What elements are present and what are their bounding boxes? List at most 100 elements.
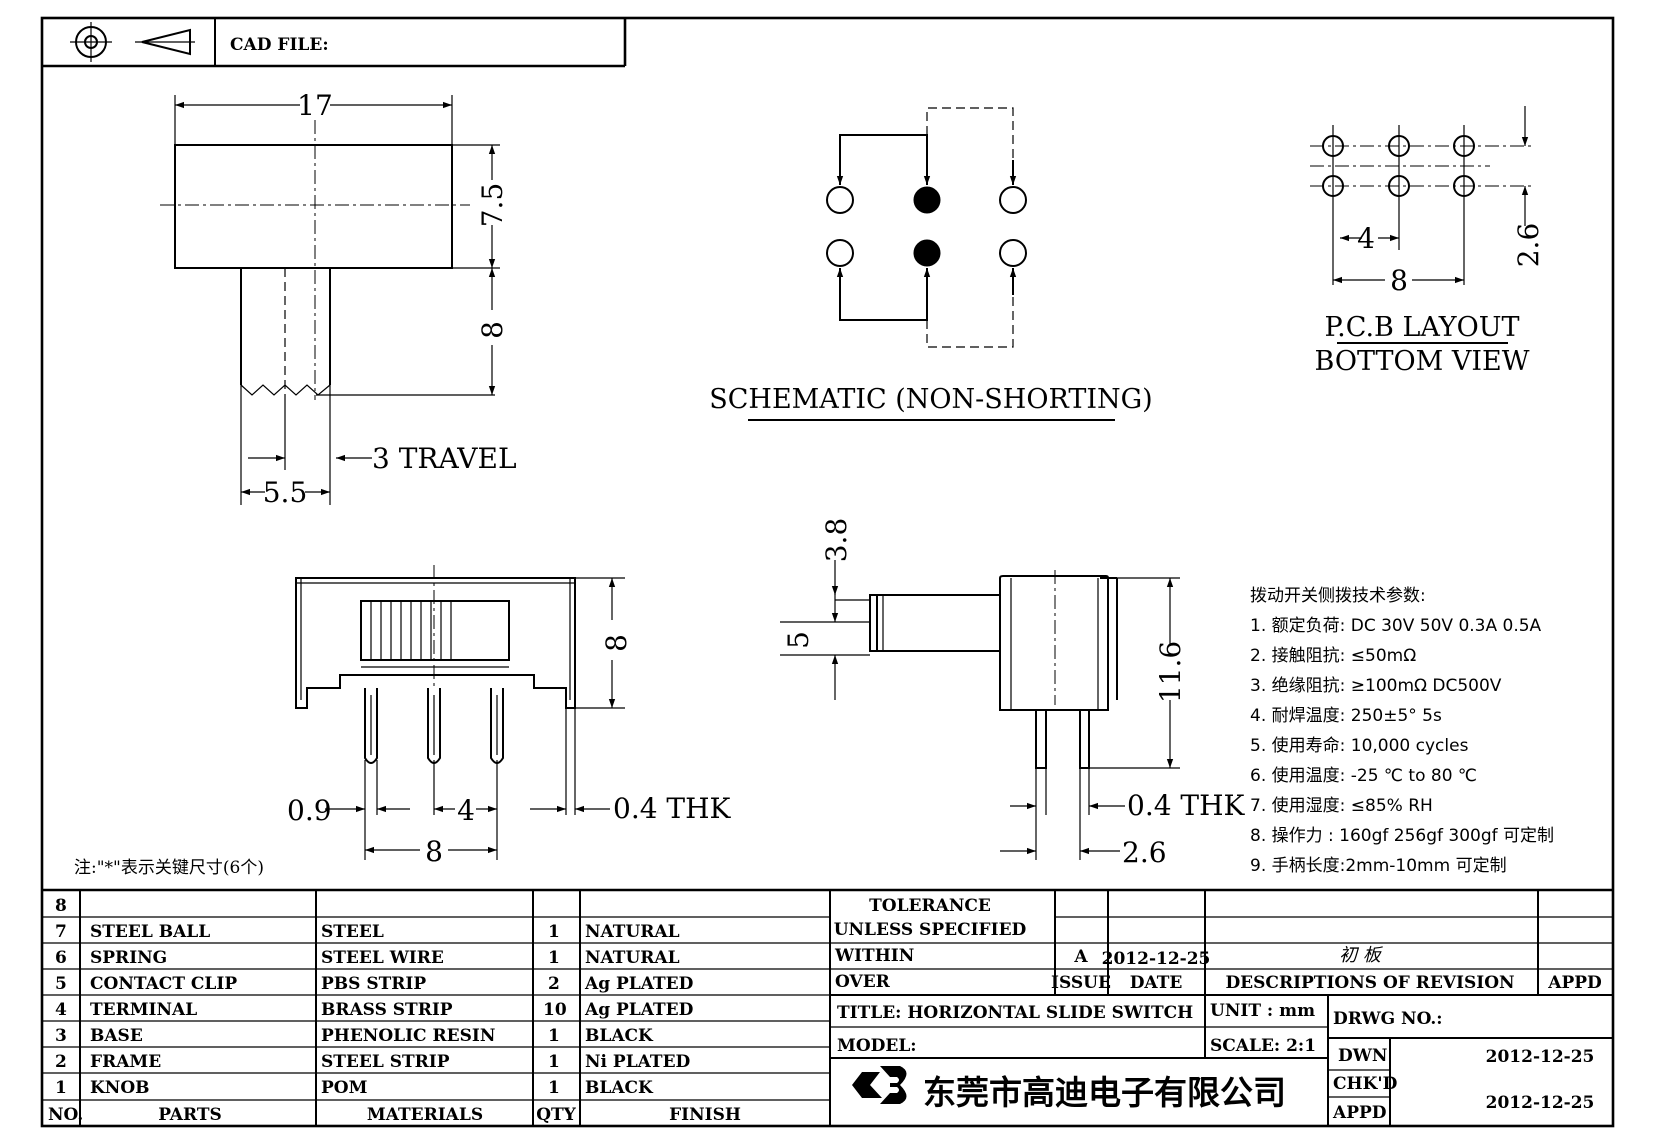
front-dim-span: 8 — [425, 835, 443, 868]
bom-finish: Ni PLATED — [585, 1052, 691, 1072]
table-row: 3 BASE PHENOLIC RESIN 1 BLACK — [55, 1026, 654, 1046]
side-dim-top: 3.8 — [820, 518, 853, 563]
issue-label: ISSUE — [1051, 973, 1111, 993]
spec-item: 4. 耐焊温度: 250±5° 5s — [1250, 706, 1442, 726]
front-dim-thk: 0.4 THK — [613, 792, 732, 825]
pcb-layout-drawing — [1310, 106, 1535, 344]
bom-qty: 1 — [548, 1026, 560, 1046]
side-dim-thk: 0.4 THK — [1127, 789, 1246, 822]
bom-no: 1 — [55, 1078, 67, 1098]
spec-item: 9. 手柄长度:2mm-10mm 可定制 — [1250, 856, 1507, 876]
model-label: MODEL: — [837, 1036, 917, 1056]
bom-no: 8 — [55, 896, 67, 916]
front-dim-height: 8 — [600, 634, 633, 652]
spec-item: 2. 接触阻抗: ≤50mΩ — [1250, 646, 1416, 666]
bom-header-qty: QTY — [536, 1105, 576, 1125]
table-row: 4 TERMINAL BRASS STRIP 10 Ag PLATED — [55, 1000, 694, 1020]
schematic-title: SCHEMATIC (NON-SHORTING) — [709, 384, 1152, 415]
pcb-title: P.C.B LAYOUT — [1324, 312, 1519, 343]
approved-label: APPD — [1547, 973, 1602, 993]
table-row: 2 FRAME STEEL STRIP 1 Ni PLATED — [55, 1052, 691, 1072]
description-label: DESCRIPTIONS OF REVISION — [1225, 973, 1514, 993]
dim-body-height: 7.5 — [476, 183, 509, 228]
spec-list: 拨动开关侧拨技术参数: 1. 额定负荷: DC 30V 50V 0.3A 0.5… — [1250, 586, 1554, 876]
dim-knob-length: 8 — [476, 321, 509, 339]
bom-no: 3 — [55, 1026, 67, 1046]
front-dim-pitch: 4 — [457, 794, 475, 827]
bom-material: PBS STRIP — [321, 974, 426, 994]
bom-table — [42, 888, 1613, 1126]
over-label: OVER — [835, 972, 891, 992]
front-dim-pin: 0.9 — [287, 794, 332, 827]
bom-header-finish: FINISH — [669, 1105, 741, 1125]
side-dim-knob: 5 — [782, 631, 815, 649]
key-dimension-note: 注:"*"表示关键尺寸(6个) — [74, 858, 264, 878]
spec-item: 1. 额定负荷: DC 30V 50V 0.3A 0.5A — [1250, 616, 1542, 636]
checked-label: CHK'D — [1333, 1074, 1398, 1094]
dim-width: 17 — [297, 89, 333, 122]
bom-header-parts: PARTS — [158, 1105, 222, 1125]
table-row: 1 KNOB POM 1 BLACK — [55, 1078, 654, 1098]
sheet-border — [40, 16, 1615, 1128]
spec-item: 3. 绝缘阻抗: ≥100mΩ DC500V — [1250, 676, 1502, 696]
pcb-dim-span: 8 — [1390, 264, 1408, 297]
bom-material: STEEL WIRE — [321, 948, 444, 968]
bom-no: 4 — [55, 1000, 67, 1020]
issue-value: A — [1073, 947, 1088, 967]
approved-date: 2012-12-25 — [1486, 1093, 1595, 1113]
pcb-dim-pitch: 4 — [1357, 222, 1375, 255]
drawn-label: DWN — [1338, 1046, 1387, 1066]
side-view-drawing — [780, 560, 1180, 860]
drawing-number-label: DRWG NO.: — [1333, 1009, 1443, 1029]
schematic-diagram — [748, 107, 1115, 421]
table-row: 5 CONTACT CLIP PBS STRIP 2 Ag PLATED — [55, 974, 694, 994]
bom-material: POM — [321, 1078, 368, 1098]
bom-qty: 10 — [543, 1000, 567, 1020]
projection-symbol-icon — [70, 22, 195, 62]
bom-qty: 1 — [548, 922, 560, 942]
within-label: WITHIN — [834, 946, 914, 966]
bom-material: STEEL STRIP — [321, 1052, 450, 1072]
top-view-drawing — [160, 95, 500, 505]
tolerance-label: TOLERANCE — [869, 896, 991, 916]
date-label: DATE — [1130, 973, 1183, 993]
company-logo-icon — [852, 1066, 907, 1104]
bom-header-no: NO. — [48, 1105, 83, 1125]
bom-header-row: NO. PARTS MATERIALS QTY FINISH — [48, 1105, 741, 1125]
bom-qty: 2 — [548, 974, 560, 994]
bom-qty: 1 — [548, 1078, 560, 1098]
bom-qty: 1 — [548, 1052, 560, 1072]
side-dim-height: 11.6 — [1154, 641, 1187, 703]
bom-material: PHENOLIC RESIN — [321, 1026, 495, 1046]
bom-part: TERMINAL — [90, 1000, 197, 1020]
bom-part: STEEL BALL — [90, 922, 210, 942]
spec-item: 5. 使用寿命: 10,000 cycles — [1250, 735, 1469, 756]
spec-item: 7. 使用湿度: ≤85% RH — [1250, 795, 1433, 816]
unless-specified-label: UNLESS SPECIFIED — [834, 920, 1027, 940]
side-dim-pin: 2.6 — [1122, 836, 1167, 869]
spec-title: 拨动开关侧拨技术参数: — [1250, 586, 1426, 606]
dim-travel: 3 TRAVEL — [372, 442, 517, 475]
bom-no: 5 — [55, 974, 67, 994]
cad-file-label: CAD FILE: — [230, 35, 329, 55]
pcb-subtitle: BOTTOM VIEW — [1315, 346, 1530, 377]
bom-part: SPRING — [90, 948, 167, 968]
bom-part: FRAME — [90, 1052, 161, 1072]
bom-no: 6 — [55, 948, 67, 968]
company-name: 东莞市高迪电子有限公司 — [923, 1073, 1286, 1112]
bom-finish: NATURAL — [585, 922, 680, 942]
bom-material: BRASS STRIP — [321, 1000, 453, 1020]
bom-no: 7 — [55, 922, 67, 942]
approved-row-label: APPD — [1332, 1103, 1387, 1123]
bom-rows: 8 7 STEEL BALL STEEL 1 NATURAL 6 SPRING … — [48, 896, 741, 1125]
front-view-drawing — [295, 565, 625, 860]
bom-finish: BLACK — [585, 1078, 654, 1098]
bom-finish: Ag PLATED — [584, 974, 694, 994]
unit-label: UNIT : mm — [1210, 1001, 1315, 1021]
bom-material: STEEL — [321, 922, 384, 942]
bom-qty: 1 — [548, 948, 560, 968]
bom-finish: NATURAL — [585, 948, 680, 968]
bom-finish: BLACK — [585, 1026, 654, 1046]
dim-knob-width: 5.5 — [263, 476, 308, 509]
spec-item: 8. 操作力 : 160gf 256gf 300gf 可定制 — [1250, 826, 1554, 846]
